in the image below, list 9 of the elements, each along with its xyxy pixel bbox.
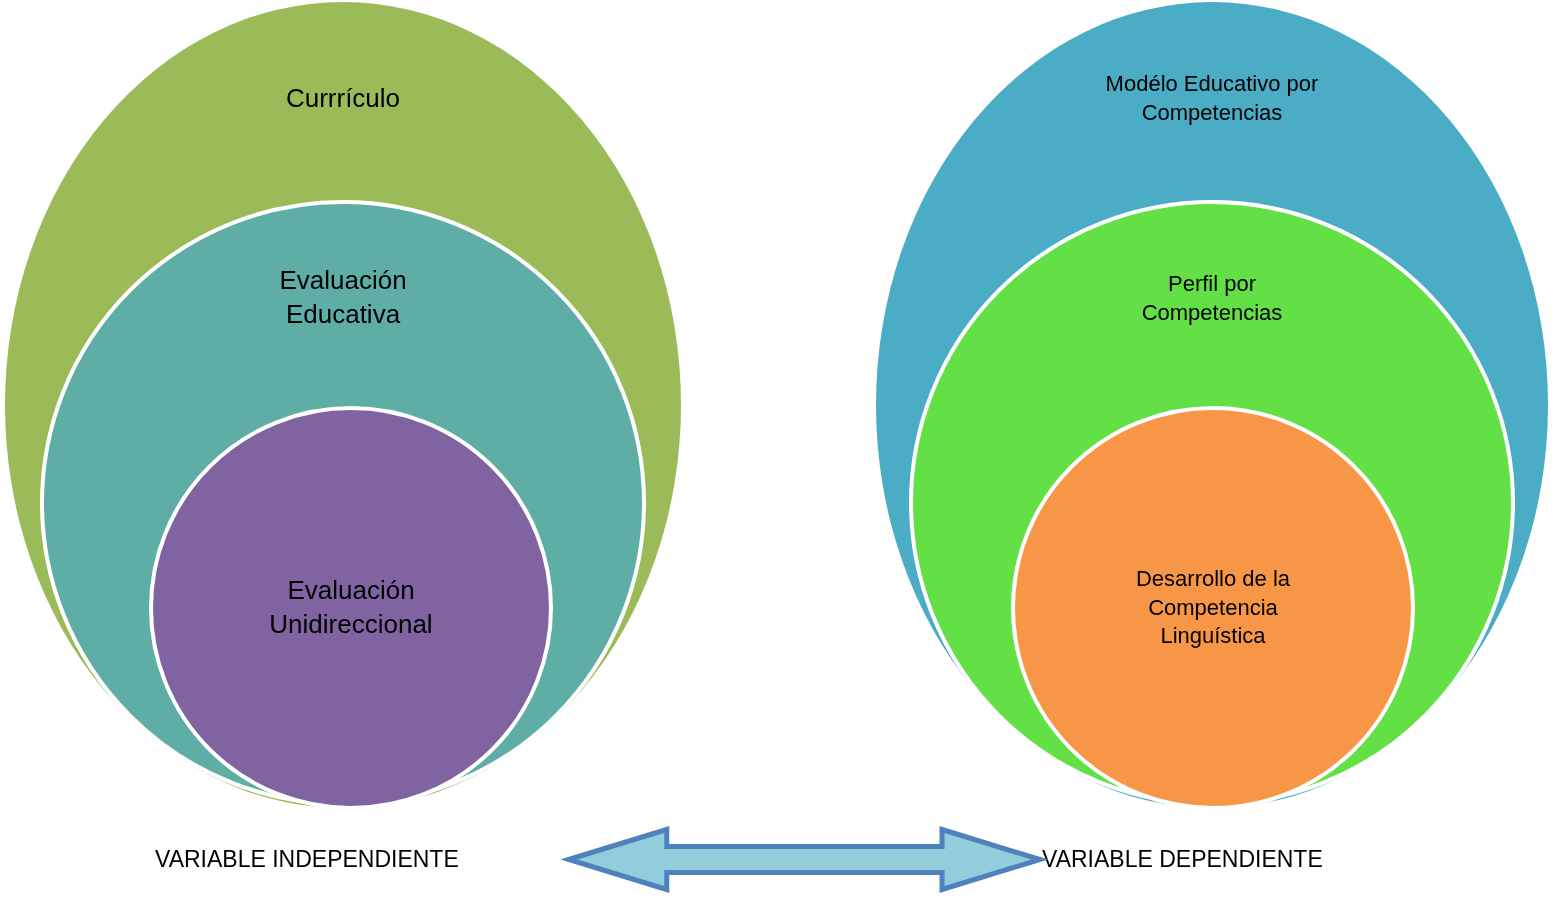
circle-label: Currrículo (285, 82, 401, 115)
double-arrow (560, 826, 1049, 893)
variable-label: VARIABLE INDEPENDIENTE (155, 846, 459, 873)
circle-label: Evaluación Unidireccional (268, 574, 434, 641)
circle-label: Evaluación Educativa (278, 264, 408, 331)
circle-label: Desarrollo de la Competencia Linguística (1134, 565, 1292, 651)
circle-label: Perfil por Competencias (1140, 270, 1284, 327)
variable-label: VARIABLE DEPENDIENTE (1042, 846, 1323, 873)
circle-label: Modélo Educativo por Competencias (1104, 70, 1320, 127)
